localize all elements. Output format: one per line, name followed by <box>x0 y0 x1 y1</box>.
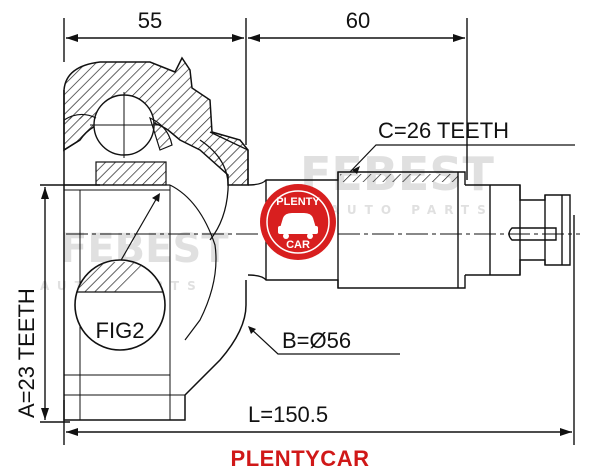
outer-bell-housing <box>63 56 249 421</box>
dimension-lines <box>40 18 575 445</box>
fig2-detail <box>74 259 166 351</box>
car-icon <box>278 213 318 239</box>
stub-shaft <box>247 171 571 289</box>
dim-a-teeth: A=23 TEETH <box>14 288 39 418</box>
watermark-sub-right: AUTO PARTS <box>330 203 494 217</box>
dim-l-length: L=150.5 <box>248 402 328 427</box>
dim-b-diameter: B=Ø56 <box>282 328 351 353</box>
fig2-label: FIG2 <box>96 318 145 343</box>
dim-60: 60 <box>346 8 370 33</box>
brand-footer: PLENTYCAR <box>230 446 370 471</box>
plentycar-badge: PLENTY CAR <box>260 184 336 260</box>
leader-arrows <box>152 166 360 334</box>
badge-bottom-text: CAR <box>286 239 310 251</box>
leader-lines <box>119 144 575 355</box>
dim-55: 55 <box>138 8 162 33</box>
badge-top-text: PLENTY <box>276 196 320 208</box>
dimension-arrows <box>41 34 572 436</box>
dim-c-teeth: C=26 TEETH <box>378 118 509 143</box>
watermark-text-left: FEBEST <box>60 226 229 272</box>
